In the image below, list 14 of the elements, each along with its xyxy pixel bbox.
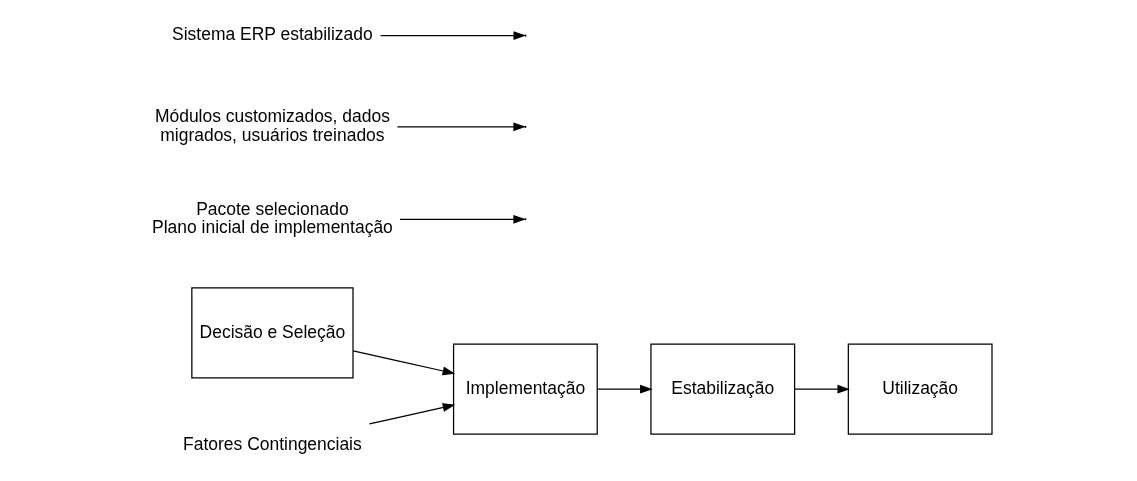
node-text: Módulos customizados, dados migrados, usuários treinados xyxy=(154,106,390,145)
arrow xyxy=(368,403,456,425)
arrow xyxy=(352,350,456,376)
node-box: Estabilização xyxy=(650,343,796,435)
node-text: Fatores Contingenciais xyxy=(183,434,362,454)
arrow xyxy=(396,122,526,132)
arrow xyxy=(794,384,850,394)
node-box: Utilização xyxy=(847,343,993,435)
node-text: Pacote selecionado Plano inicial de implementação xyxy=(152,198,393,238)
node-box: Implementação xyxy=(452,343,598,435)
arrow xyxy=(596,384,653,394)
arrow xyxy=(399,214,526,224)
node-text: Sistema ERP estabilizado xyxy=(172,24,373,45)
node-box: Decisão e Seleção xyxy=(191,287,354,379)
